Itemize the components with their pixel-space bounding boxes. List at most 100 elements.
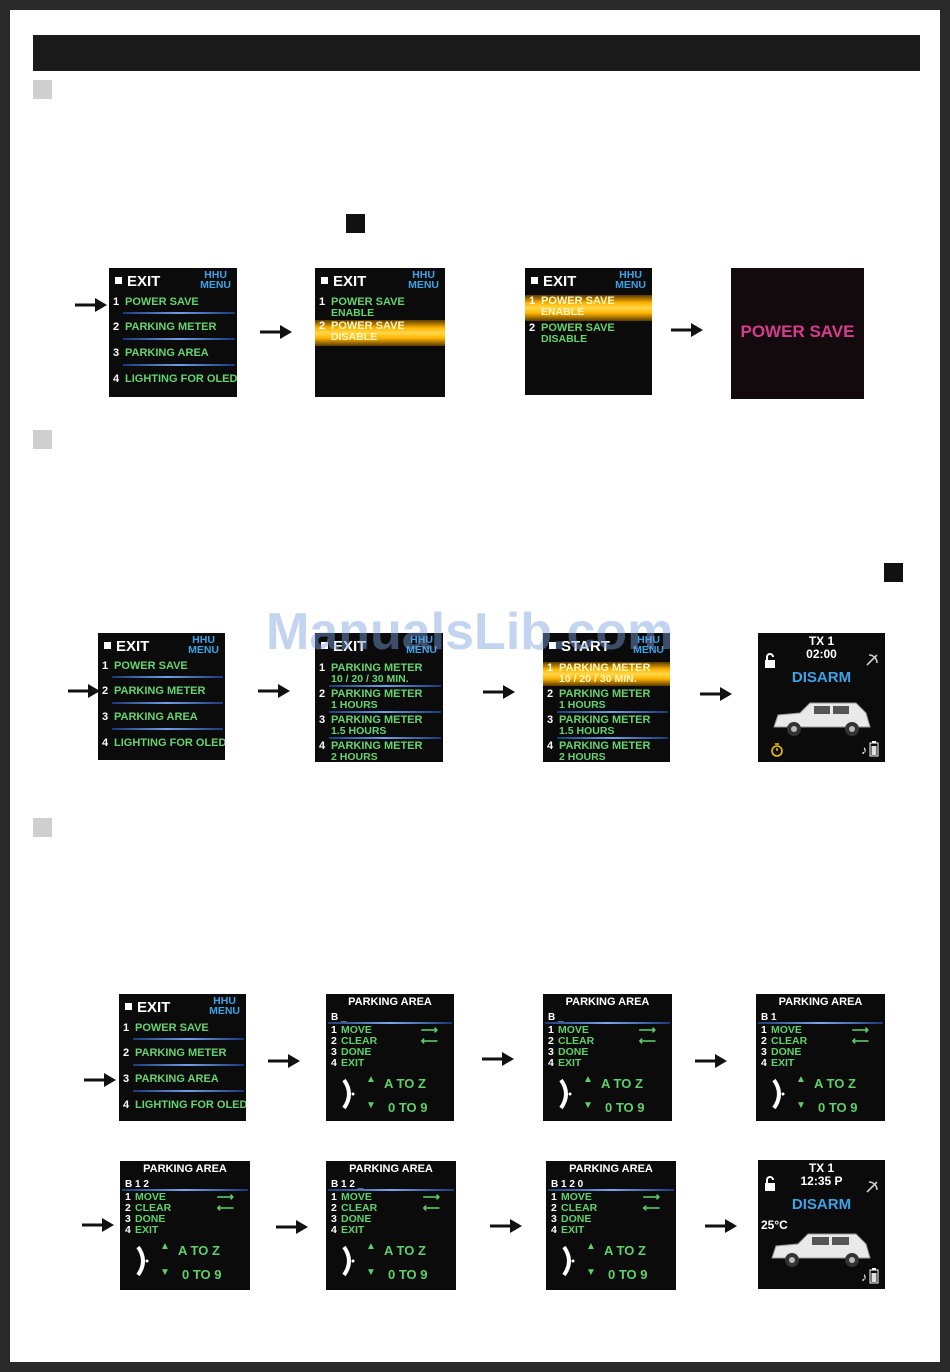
exit-option[interactable]: EXIT: [321, 273, 366, 290]
satellite-icon: [865, 1178, 879, 1197]
parking-area-title: PARKING AREA: [143, 1163, 227, 1175]
watermark: ManualsLib.com: [266, 603, 674, 661]
unlock-icon: [764, 653, 776, 672]
rotary-knob-icon: [340, 1245, 356, 1277]
parking-area-entry[interactable]: B 1 2 0: [551, 1179, 584, 1190]
arrow-right-icon: ⟶: [642, 1190, 660, 1204]
flow-arrow: [482, 1052, 514, 1066]
range-digits: 0 TO 9: [388, 1267, 428, 1282]
menu-separator: [133, 1038, 244, 1040]
entry-underline: [122, 1189, 248, 1191]
arrow-right-icon: ⟶: [422, 1190, 440, 1204]
menu-separator: [112, 676, 223, 678]
range-digits: 0 TO 9: [182, 1267, 222, 1282]
pointer-arrow: [68, 684, 100, 698]
down-triangle-icon: ▼: [583, 1100, 593, 1111]
section-header-bar: [33, 35, 920, 71]
parking-area-entry[interactable]: B _: [548, 1012, 564, 1023]
disarm-status: DISARM: [791, 1196, 852, 1213]
parking-area-entry[interactable]: B 1 2 _: [331, 1179, 364, 1190]
exit-option[interactable]: EXIT: [115, 273, 160, 290]
exit-option[interactable]: EXIT: [104, 638, 149, 655]
parking-area-entry[interactable]: B 1: [761, 1012, 777, 1023]
entry-underline: [758, 1022, 883, 1024]
exit-option[interactable]: EXIT: [531, 273, 576, 290]
section-bullet-power-save: [33, 80, 52, 99]
range-digits: 0 TO 9: [608, 1267, 648, 1282]
power-save-active-screen: POWER SAVE: [731, 268, 864, 399]
start-option[interactable]: START: [549, 638, 610, 655]
button-symbol: [346, 214, 365, 233]
menu-separator: [123, 312, 235, 314]
arrow-left-icon: ⟵: [420, 1034, 438, 1048]
parking-area-entry[interactable]: B _: [331, 1012, 347, 1023]
parking-area-entry[interactable]: B 1 2: [125, 1179, 149, 1190]
range-digits: 0 TO 9: [818, 1100, 858, 1115]
battery-icon: [869, 1268, 879, 1289]
range-letters: A TO Z: [601, 1076, 643, 1091]
exit-option[interactable]: EXIT: [321, 638, 366, 655]
flow-arrow: [483, 685, 515, 699]
section-bullet-parking-area: [33, 818, 52, 837]
arrow-left-icon: ⟵: [851, 1034, 869, 1048]
up-triangle-icon: ▲: [366, 1074, 376, 1085]
exit-option[interactable]: EXIT: [125, 999, 170, 1016]
